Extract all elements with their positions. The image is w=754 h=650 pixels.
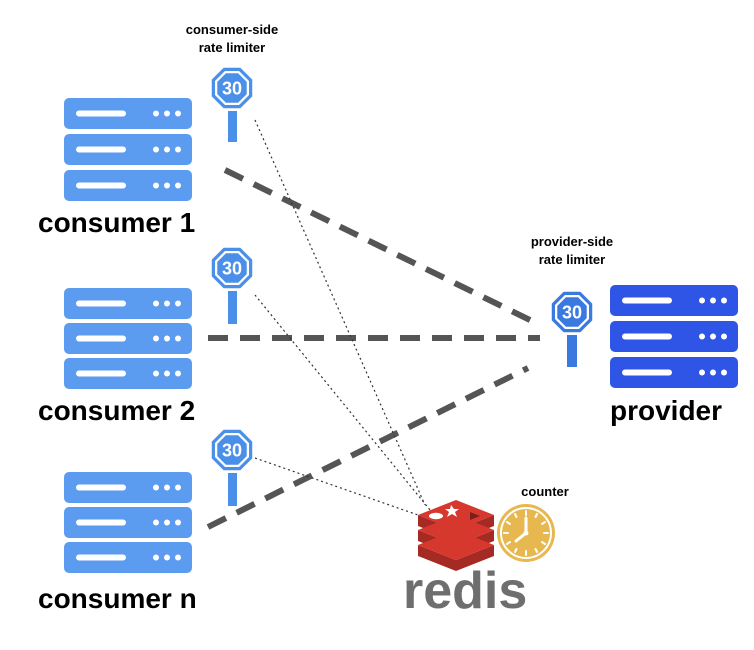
server-icon (64, 472, 192, 573)
speed-limit-sign-icon: 30 (209, 245, 255, 324)
consumer-2-limit-value: 30 (222, 259, 242, 279)
counter-links (254, 119, 431, 516)
server-icon (610, 285, 738, 388)
consumer-limiter-caption-line2: rate limiter (199, 40, 265, 55)
provider-label: provider (610, 395, 722, 426)
speed-limit-sign-icon: 30 (549, 289, 595, 367)
consumer-1: consumer 1 (38, 98, 195, 238)
link-consumer-1-provider (223, 167, 542, 328)
server-icon (64, 288, 192, 389)
redis-logo-icon (418, 500, 494, 571)
counter-label: counter (521, 484, 569, 499)
consumer-2: consumer 2 (38, 288, 195, 426)
redis-wordmark: redis (403, 562, 527, 620)
counter-link-2 (254, 294, 431, 511)
server-icon (64, 98, 192, 201)
speed-limit-sign-icon: 30 (209, 427, 255, 506)
consumer-n-limit-value: 30 (222, 441, 242, 461)
link-consumer-n-provider (206, 365, 530, 530)
consumer-2-label: consumer 2 (38, 395, 195, 426)
consumer-1-limit-value: 30 (222, 79, 242, 99)
provider-limit-value: 30 (562, 303, 582, 323)
consumer-limiter-caption-line1: consumer-side (186, 22, 278, 37)
provider-limiter-caption-line2: rate limiter (539, 252, 605, 267)
provider-limiter-caption-line1: provider-side (531, 234, 613, 249)
speed-limit-sign-icon: 30 (209, 65, 255, 142)
counter-link-1 (254, 119, 426, 506)
request-links (206, 167, 542, 530)
consumer-1-label: consumer 1 (38, 207, 195, 238)
consumer-n: consumer n (38, 472, 197, 614)
clock-icon (497, 504, 555, 562)
counter-link-n (254, 457, 419, 516)
provider: provider (610, 285, 738, 426)
consumer-n-label: consumer n (38, 583, 197, 614)
